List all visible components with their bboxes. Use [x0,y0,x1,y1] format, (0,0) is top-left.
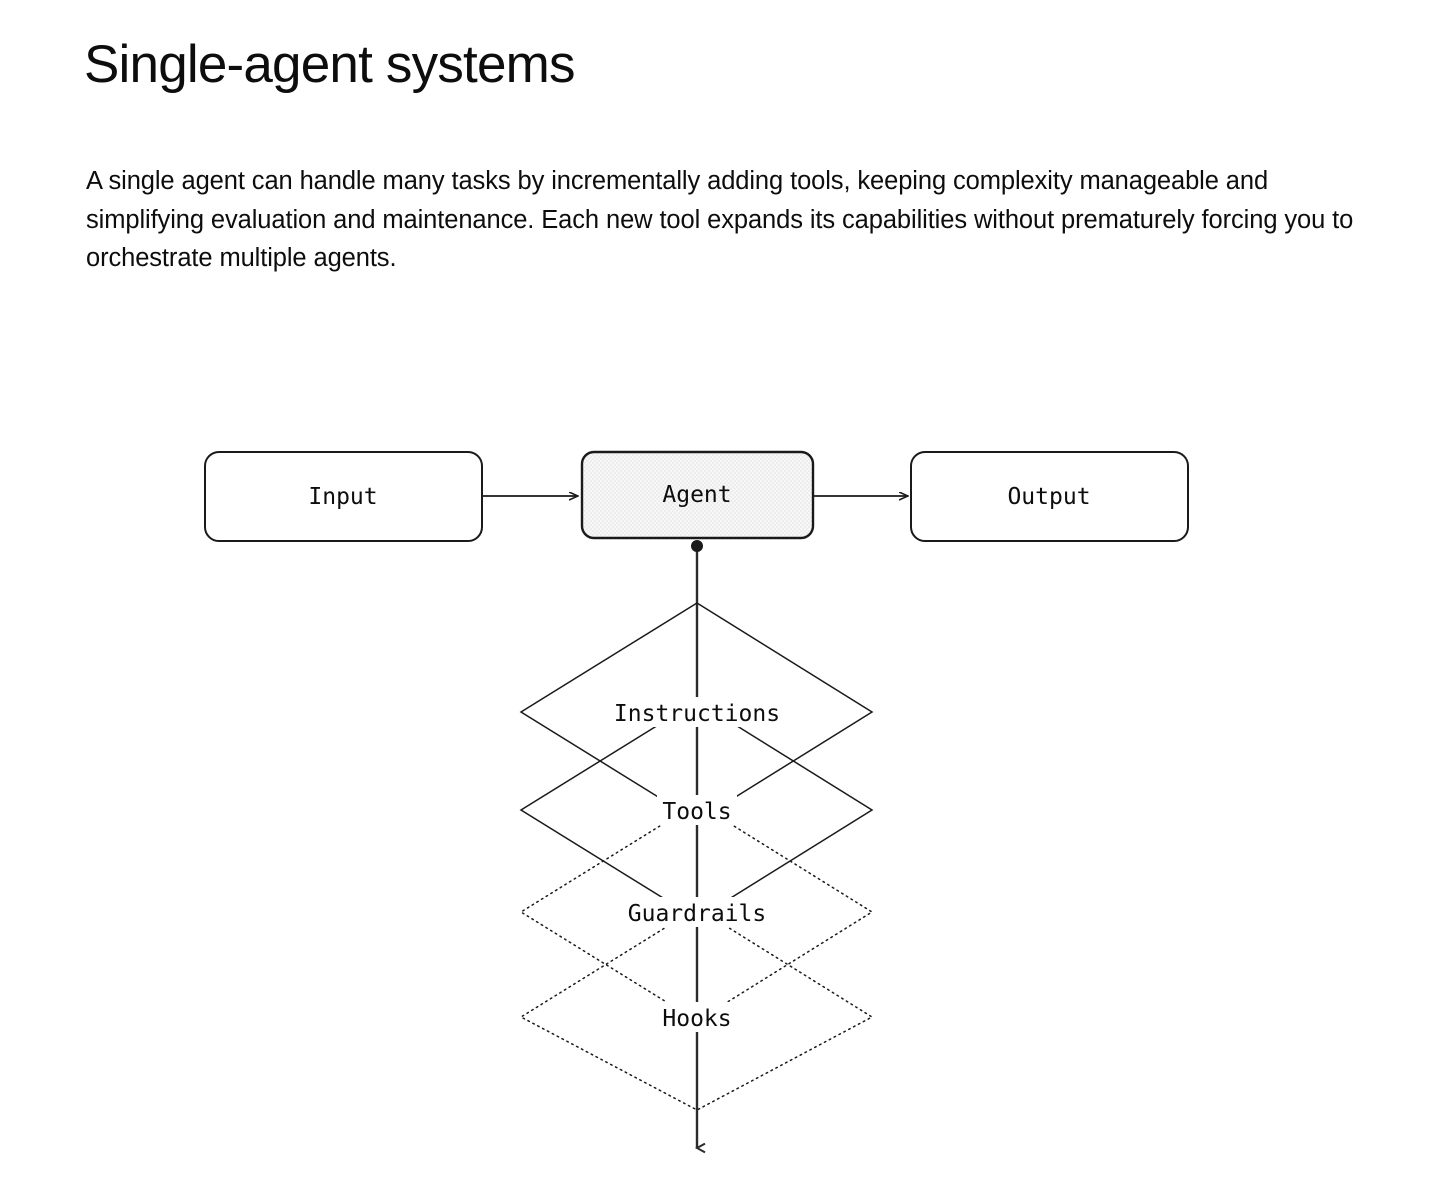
instructions-label-backplate [604,697,790,727]
node-output[interactable]: Output [910,451,1189,542]
connector-origin-dot [691,540,703,552]
tools-label-top: Tools [662,799,731,825]
guardrails-label-top: Guardrails [628,901,766,927]
intro-paragraph: A single agent can handle many tasks by … [86,167,1354,272]
agent-box-shape [580,450,815,540]
hooks-diamond-shape [519,907,874,1111]
node-input[interactable]: Input [204,451,483,542]
input-box-label: Input [308,484,377,510]
agent-box-label: Agent [662,482,731,508]
output-box-shape [910,451,1189,542]
page-title: Single-agent systems [84,35,575,94]
instructions-label-top: Instructions [614,701,780,727]
tools-label-backplate [657,795,737,825]
hooks-label-backplate [650,1002,745,1032]
hooks-label-top: Hooks [662,1006,731,1032]
node-agent[interactable]: Agent [580,450,815,540]
output-box-label: Output [1007,484,1090,510]
guardrails-label-backplate [618,897,776,927]
